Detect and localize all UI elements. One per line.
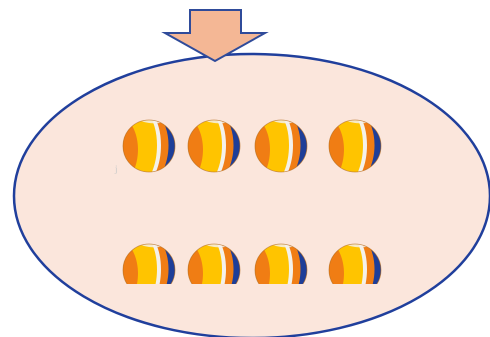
beach-ball-icon [254, 119, 308, 173]
ellipse-container [12, 52, 490, 337]
beach-ball-icon [122, 119, 176, 173]
beach-ball-icon [122, 243, 176, 284]
ball-row-top [122, 119, 382, 173]
beach-ball-icon [328, 243, 382, 284]
beach-ball-icon [187, 243, 241, 284]
stray-mark: j [115, 164, 118, 174]
ball-row-bottom [122, 243, 382, 284]
beach-ball-icon [328, 119, 382, 173]
beach-ball-icon [254, 243, 308, 284]
beach-ball-icon [187, 119, 241, 173]
down-arrow-icon [161, 9, 269, 63]
